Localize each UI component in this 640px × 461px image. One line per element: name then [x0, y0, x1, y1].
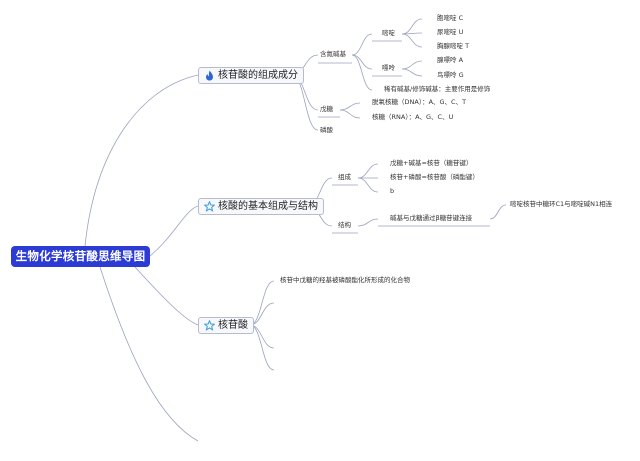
- node-structure[interactable]: 结构: [338, 221, 351, 229]
- branch-label: 核酸的基本组成与结构: [218, 201, 318, 212]
- node-purine[interactable]: 嘌呤: [382, 64, 395, 72]
- node-guanine[interactable]: 鸟嘌呤 G: [437, 71, 464, 79]
- node-pyrimidine-link[interactable]: 嘧啶核苷中糖环C1与嘧啶碱N1相连: [510, 200, 613, 208]
- node-pentose[interactable]: 戊糖: [320, 105, 333, 113]
- node-cytosine[interactable]: 胞嘧啶 C: [437, 14, 464, 22]
- star-icon: [204, 320, 215, 331]
- connector-root-b1: [84, 74, 199, 247]
- node-nucleotide-formula[interactable]: 核苷+磷酸=核苷酸（磷酯键）: [390, 173, 479, 181]
- node-composition[interactable]: 组成: [338, 173, 351, 181]
- branch-label: 核苷酸: [218, 320, 248, 331]
- node-rna-sugar[interactable]: 核糖（RNA）：A、G、C、U: [372, 113, 454, 121]
- node-nitrogenous-base[interactable]: 含氮碱基: [320, 50, 346, 58]
- node-rare-base[interactable]: 稀有碱基/修饰碱基：主要作用是修饰: [384, 85, 491, 93]
- branch-node-composition[interactable]: 核苷酸的组成成分: [198, 67, 304, 84]
- connector-root-b3: [134, 266, 199, 326]
- node-nucleotide-definition[interactable]: 核苷中戊糖的羟基被磷酸酯化所形成的化合物: [280, 276, 410, 284]
- node-uracil[interactable]: 尿嘧啶 U: [437, 28, 464, 36]
- connector-root-extra: [99, 266, 199, 442]
- flame-icon: [204, 70, 215, 81]
- node-b[interactable]: b: [390, 187, 395, 195]
- branch-label: 核苷酸的组成成分: [218, 70, 298, 81]
- connector-root-b2: [149, 205, 199, 257]
- branch-node-nucleotide[interactable]: 核苷酸: [198, 317, 254, 334]
- node-phosphate[interactable]: 磷酸: [320, 126, 333, 134]
- node-adenine[interactable]: 腺嘌呤 A: [437, 56, 464, 64]
- node-pyrimidine[interactable]: 嘧啶: [382, 29, 395, 37]
- node-nucleoside-formula[interactable]: 戊糖+碱基=核苷（糖苷键）: [390, 159, 473, 167]
- node-glycosidic-bond[interactable]: 碱基与戊糖通过β糖苷键连接: [390, 214, 473, 222]
- branch-node-structure[interactable]: 核酸的基本组成与结构: [198, 198, 324, 215]
- star-icon: [204, 201, 215, 212]
- node-thymine[interactable]: 胸腺嘧啶 T: [437, 42, 470, 50]
- root-node[interactable]: 生物化学核苷酸思维导图: [11, 246, 150, 267]
- node-dna-sugar[interactable]: 脱氧核糖（DNA）：A、G、C、T: [372, 98, 467, 106]
